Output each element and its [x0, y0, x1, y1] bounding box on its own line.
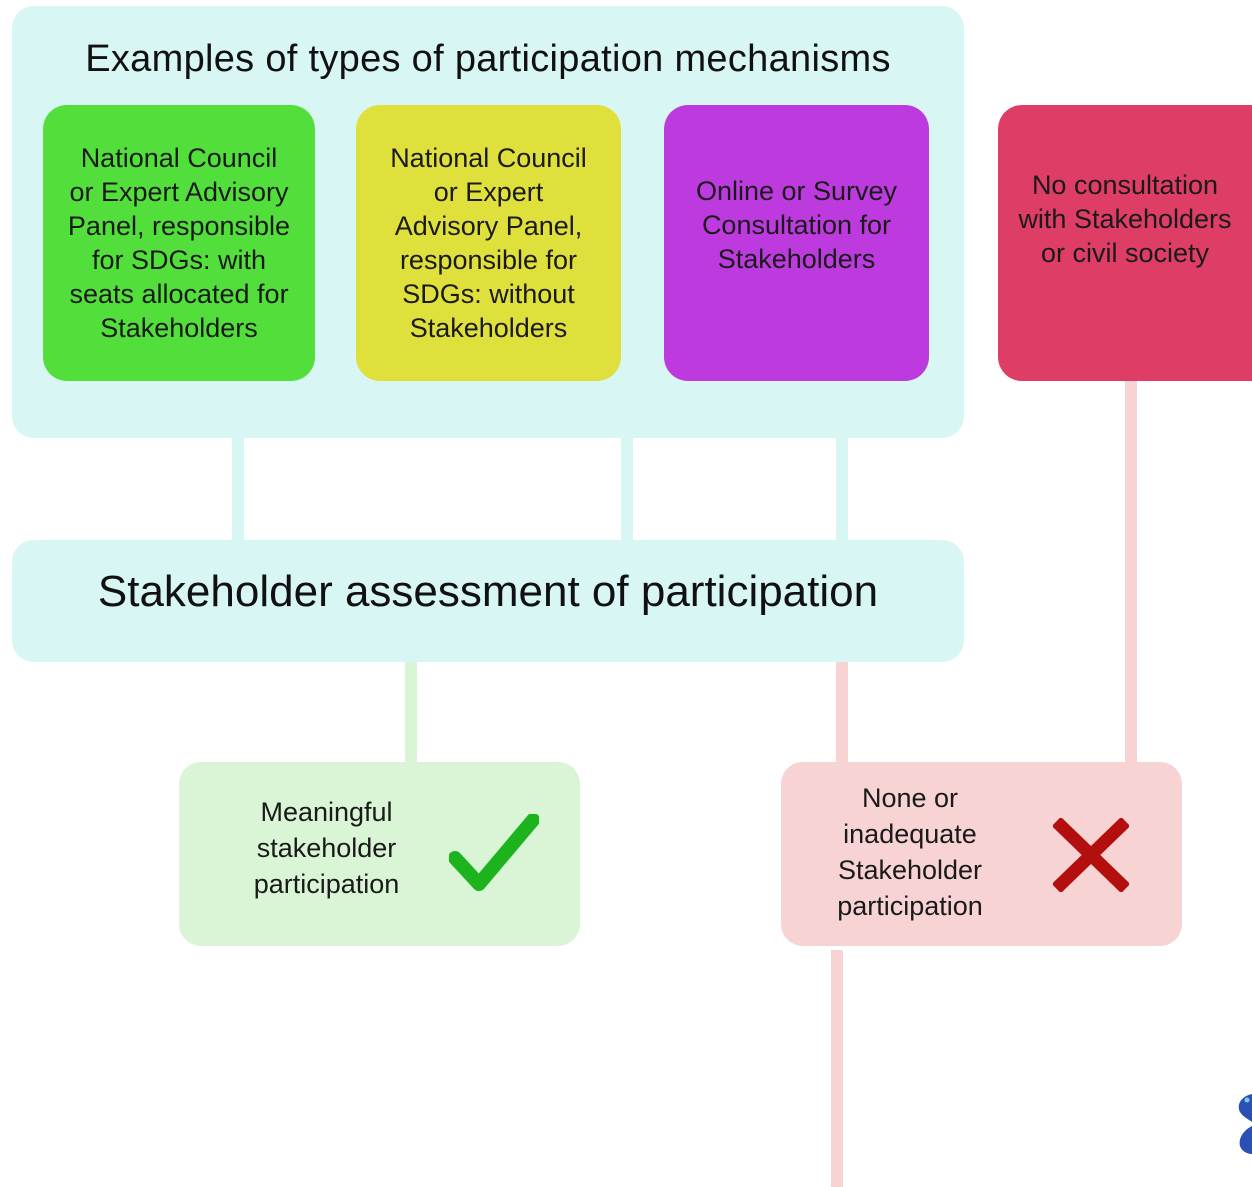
no-consultation-box: No consultation with Stakeholders or civ…: [998, 105, 1252, 381]
mechanism-3-line: Consultation for: [701, 210, 892, 240]
outcome-good-line: stakeholder: [256, 833, 397, 863]
mechanism-1-line: National Council: [80, 143, 278, 173]
mechanism-1-line: for SDGs: with: [91, 245, 267, 275]
assessment-title: Stakeholder assessment of participation: [97, 567, 879, 616]
check-icon: [449, 814, 539, 891]
outcome-inadequate-participation: None or inadequate Stakeholder participa…: [781, 762, 1182, 946]
mechanism-2-line: SDGs: without: [402, 279, 575, 309]
outcome-bad-line: Stakeholder: [837, 855, 983, 885]
mechanism-national-council-without-stakeholders: National Council or Expert Advisory Pane…: [356, 105, 621, 381]
mechanism-3-line: Stakeholders: [717, 244, 876, 274]
connector-assessment-to-good: [405, 660, 417, 764]
connector-assessment-to-bad: [836, 660, 848, 764]
mechanism-3-line: Online or Survey: [695, 176, 898, 206]
mechanism-national-council-with-stakeholders: National Council or Expert Advisory Pane…: [43, 105, 315, 381]
mechanism-2-line: Advisory Panel,: [394, 211, 583, 241]
mechanism-online-survey-consultation: Online or Survey Consultation for Stakeh…: [664, 105, 929, 381]
no-consultation-line: or civil society: [1040, 238, 1210, 268]
mechanism-2-line: Stakeholders: [409, 313, 568, 343]
mechanisms-panel-title: Examples of types of participation mecha…: [85, 38, 891, 80]
cross-icon: [1053, 818, 1129, 892]
mechanism-1-line: or Expert Advisory: [69, 177, 289, 207]
outcome-good-text: Meaningful stakeholder participation: [219, 794, 434, 902]
no-consultation-line: with Stakeholders: [1018, 204, 1232, 234]
assessment-panel: Stakeholder assessment of participation: [12, 540, 964, 662]
mechanism-1-line: Panel, responsible: [67, 211, 291, 241]
connector-mech1-to-assessment: [232, 436, 244, 542]
outcome-bad-text: None or inadequate Stakeholder participa…: [801, 780, 1019, 924]
logo-icon: [1238, 1094, 1252, 1154]
no-consultation-line: No consultation: [1031, 170, 1219, 200]
mechanism-1-line: Stakeholders: [100, 313, 258, 343]
outcome-good-line: Meaningful: [260, 797, 393, 827]
mechanism-1-line: seats allocated for: [69, 279, 289, 309]
mechanism-2-line: responsible for: [399, 245, 578, 275]
outcome-meaningful-participation: Meaningful stakeholder participation: [179, 762, 580, 946]
connector-mech3-to-assessment: [836, 436, 848, 542]
connector-mech2-to-assessment: [621, 436, 633, 542]
outcome-bad-line: None or: [861, 783, 959, 813]
outcome-bad-line: inadequate: [843, 819, 977, 849]
connector-noconsult-to-bad: [1125, 380, 1137, 764]
connector-bad-down: [831, 950, 843, 1187]
mechanism-2-line: or Expert: [433, 177, 544, 207]
outcome-good-line: participation: [253, 869, 400, 899]
mechanism-2-line: National Council: [390, 143, 587, 173]
outcome-bad-line: participation: [837, 891, 983, 921]
